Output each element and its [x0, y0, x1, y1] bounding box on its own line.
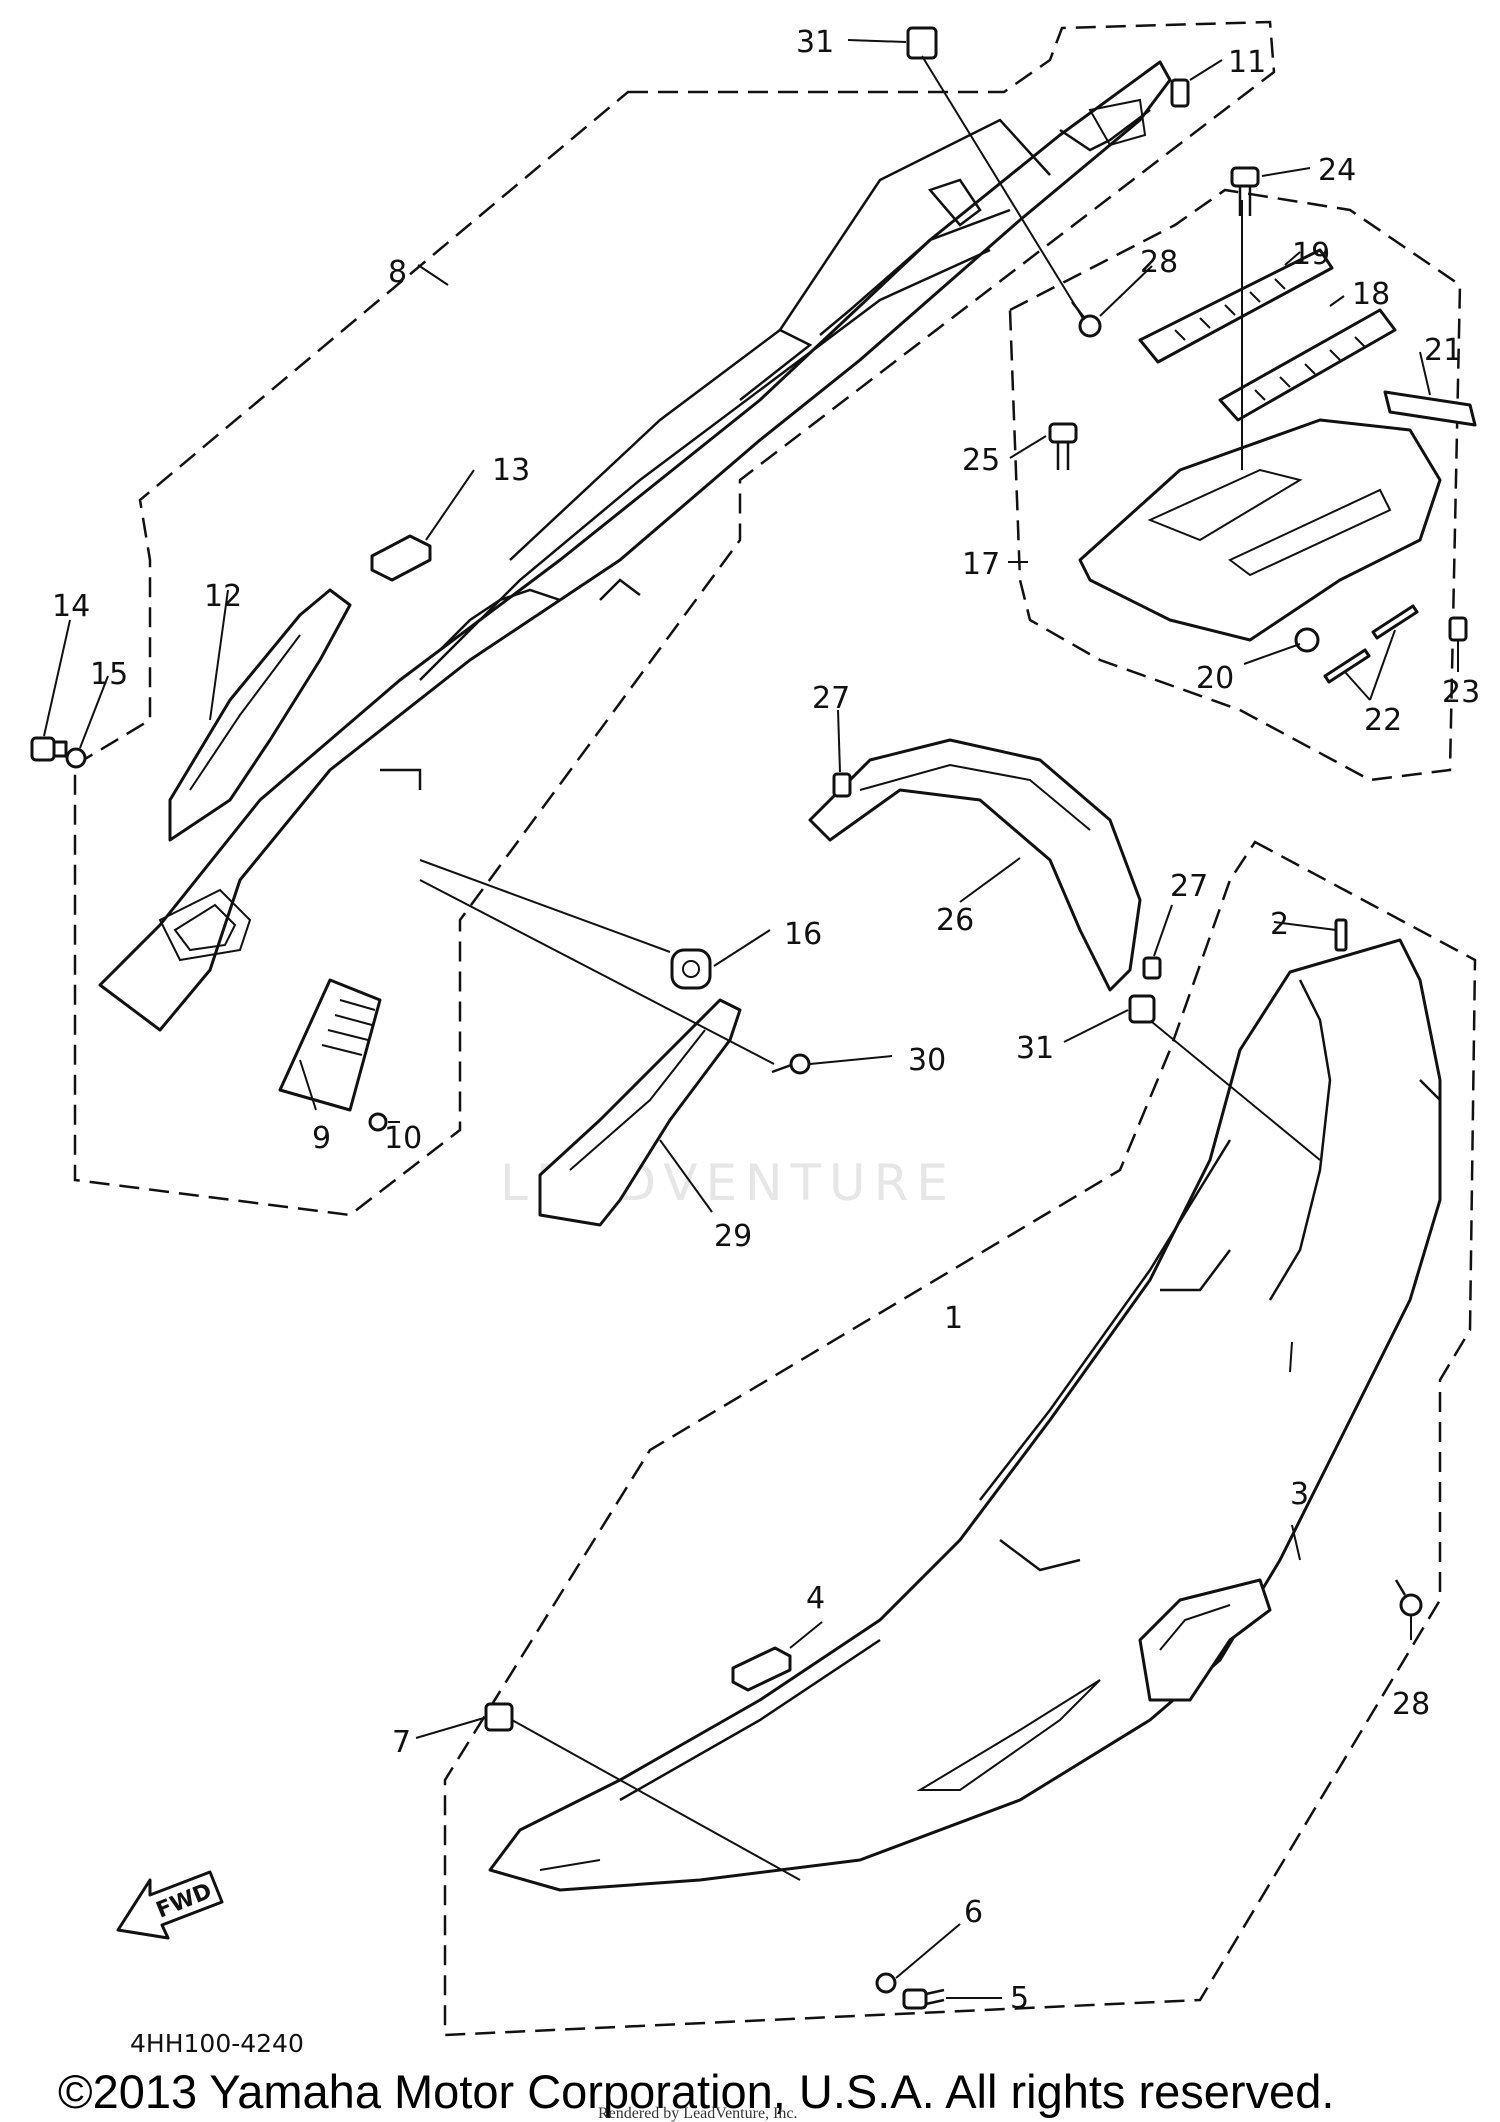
- part-15-washer: [65, 747, 87, 769]
- group-outline-1: [443, 840, 1477, 2037]
- part-23-clip: [1448, 616, 1468, 642]
- part-5-bolt: [902, 1988, 945, 2010]
- part-14-bolt: [30, 736, 68, 762]
- callout-3: 3: [1290, 1477, 1309, 1512]
- part-31-nut-clip-right: [1128, 994, 1156, 1024]
- part-19-grip-pad: [1138, 248, 1334, 364]
- part-3-gts-emblem: [1138, 1578, 1272, 1702]
- part-26-rear-fender: [808, 738, 1142, 992]
- callout-26: 26: [936, 903, 974, 938]
- callout-18: 18: [1352, 277, 1390, 312]
- callout-22: 22: [1364, 703, 1402, 738]
- callout-15: 15: [90, 657, 128, 692]
- part-12-decal: [168, 588, 352, 842]
- callout-5: 5: [1010, 1981, 1029, 2016]
- part-21-strip: [1383, 390, 1477, 427]
- callout-4: 4: [806, 1581, 825, 1616]
- part-25-bolt: [1048, 422, 1078, 470]
- part-10-washer: [368, 1112, 388, 1132]
- callout-25: 25: [962, 443, 1000, 478]
- part-18-grip-pad: [1218, 308, 1397, 422]
- callout-9: 9: [312, 1121, 331, 1156]
- callout-2: 2: [1270, 907, 1289, 942]
- diagram-code: 4HH100-4240: [130, 2029, 304, 2058]
- part-11-clip: [1170, 78, 1190, 108]
- part-29-small-panel: [538, 998, 742, 1227]
- part-31-nut-clip-top: [906, 26, 938, 60]
- part-24-bolt: [1230, 166, 1260, 216]
- callout-23: 23: [1442, 675, 1480, 710]
- callout-7: 7: [392, 1725, 411, 1760]
- part-1-side-cover: [488, 938, 1442, 1892]
- part-20-washer: [1294, 627, 1320, 653]
- part-8-frame-cover: [98, 60, 1172, 1032]
- rendered-by-text: Rendered by LeadVenture, Inc.: [598, 2105, 797, 2122]
- part-30-screw: [771, 1053, 811, 1075]
- callout-28: 28: [1140, 245, 1178, 280]
- copyright-notice: ©2013 Yamaha Motor Corporation, U.S.A. A…: [58, 2065, 1334, 2118]
- callout-31-right: 31: [1016, 1031, 1054, 1066]
- callout-12: 12: [204, 579, 242, 614]
- connector-lines: [419, 55, 1321, 1881]
- callout-1: 1: [944, 1301, 963, 1336]
- callout-21: 21: [1424, 333, 1462, 368]
- callout-10: 10: [384, 1121, 422, 1156]
- callout-13: 13: [492, 453, 530, 488]
- part-22-pins: [1323, 604, 1419, 684]
- part-2-pin: [1334, 918, 1348, 952]
- callout-27-right: 27: [1170, 869, 1208, 904]
- callout-17: 17: [962, 547, 1000, 582]
- callout-24: 24: [1318, 153, 1356, 188]
- callout-14: 14: [52, 589, 90, 624]
- callout-6: 6: [964, 1895, 983, 1930]
- part-16-grommet: [670, 948, 712, 990]
- fwd-arrow: FWD: [116, 1870, 224, 1940]
- part-4-damper: [731, 1646, 792, 1692]
- callout-20: 20: [1196, 661, 1234, 696]
- callout-11: 11: [1228, 45, 1266, 80]
- callout-30: 30: [908, 1043, 946, 1078]
- callout-labels: 31 11 24 8 28 19 18 21 25 13 17 14 12 15…: [52, 25, 1480, 2016]
- part-13-damper: [370, 534, 432, 582]
- callout-29: 29: [714, 1219, 752, 1254]
- part-6-washer: [875, 1972, 897, 1994]
- callout-28-bottom: 28: [1392, 1687, 1430, 1722]
- callout-8: 8: [388, 255, 407, 290]
- group-outline-8: [73, 20, 1276, 1217]
- part-27-clip-left: [832, 772, 852, 798]
- part-9-mesh-grille: [278, 978, 382, 1112]
- part-28-screw-bottom: [1394, 1579, 1423, 1617]
- callout-31: 31: [796, 25, 834, 60]
- leader-lines: [43, 39, 1459, 1999]
- callout-27: 27: [812, 681, 850, 716]
- group-outline-17: [1008, 188, 1462, 782]
- callout-16: 16: [784, 917, 822, 952]
- part-17-tail-cover: [1078, 418, 1442, 642]
- callout-19: 19: [1292, 237, 1330, 272]
- part-7-nut-clip: [484, 1702, 514, 1732]
- part-27-clip-right: [1142, 956, 1162, 980]
